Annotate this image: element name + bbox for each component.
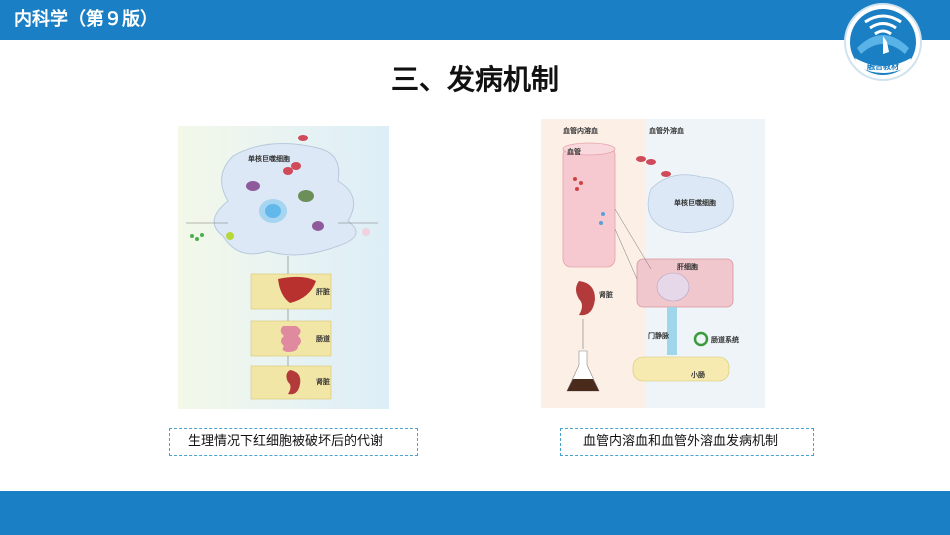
portal-vein-label: 门静脉	[648, 331, 670, 340]
caption-left: 生理情况下红细胞被破坏后的代谢	[169, 428, 418, 456]
liver-cell-label: 肝细胞	[677, 262, 698, 271]
intestine-label: 肠道	[315, 334, 330, 343]
bottom-bar	[0, 491, 950, 535]
logo-text: 融合教材	[867, 61, 899, 71]
top-bar: 内科学（第９版）	[0, 0, 950, 40]
textbook-logo: 融合教材	[843, 2, 923, 82]
vessel-label: 血管	[567, 147, 581, 156]
kidney-label-right: 肾脏	[599, 290, 613, 299]
figure-normal-rbc-metabolism: 单核巨噬细胞 肝脏 肠道 肾脏	[178, 126, 389, 409]
slide-title: 三、发病机制	[390, 63, 559, 96]
extravascular-header: 血管外溶血	[649, 126, 684, 135]
intestine-label-right: 小肠	[690, 370, 705, 379]
caption-right: 血管内溶血和血管外溶血发病机制	[560, 428, 814, 456]
intravascular-header: 血管内溶血	[563, 126, 598, 135]
course-title: 内科学（第９版）	[14, 9, 158, 30]
macrophage-label: 单核巨噬细胞	[248, 154, 290, 163]
figure-hemolysis-mechanism: 血管内溶血 血管外溶血 血管 单核巨噬细胞 肝细胞 肾脏 门静脉 肠道系统 小肠	[541, 119, 765, 408]
kidney-label: 肾脏	[316, 377, 330, 386]
logo-emblem-icon: 融合教材	[844, 3, 922, 81]
enterohepatic-label: 肠道系统	[710, 335, 739, 344]
liver-label: 肝脏	[316, 287, 330, 296]
macrophage-label-right: 单核巨噬细胞	[674, 198, 716, 207]
